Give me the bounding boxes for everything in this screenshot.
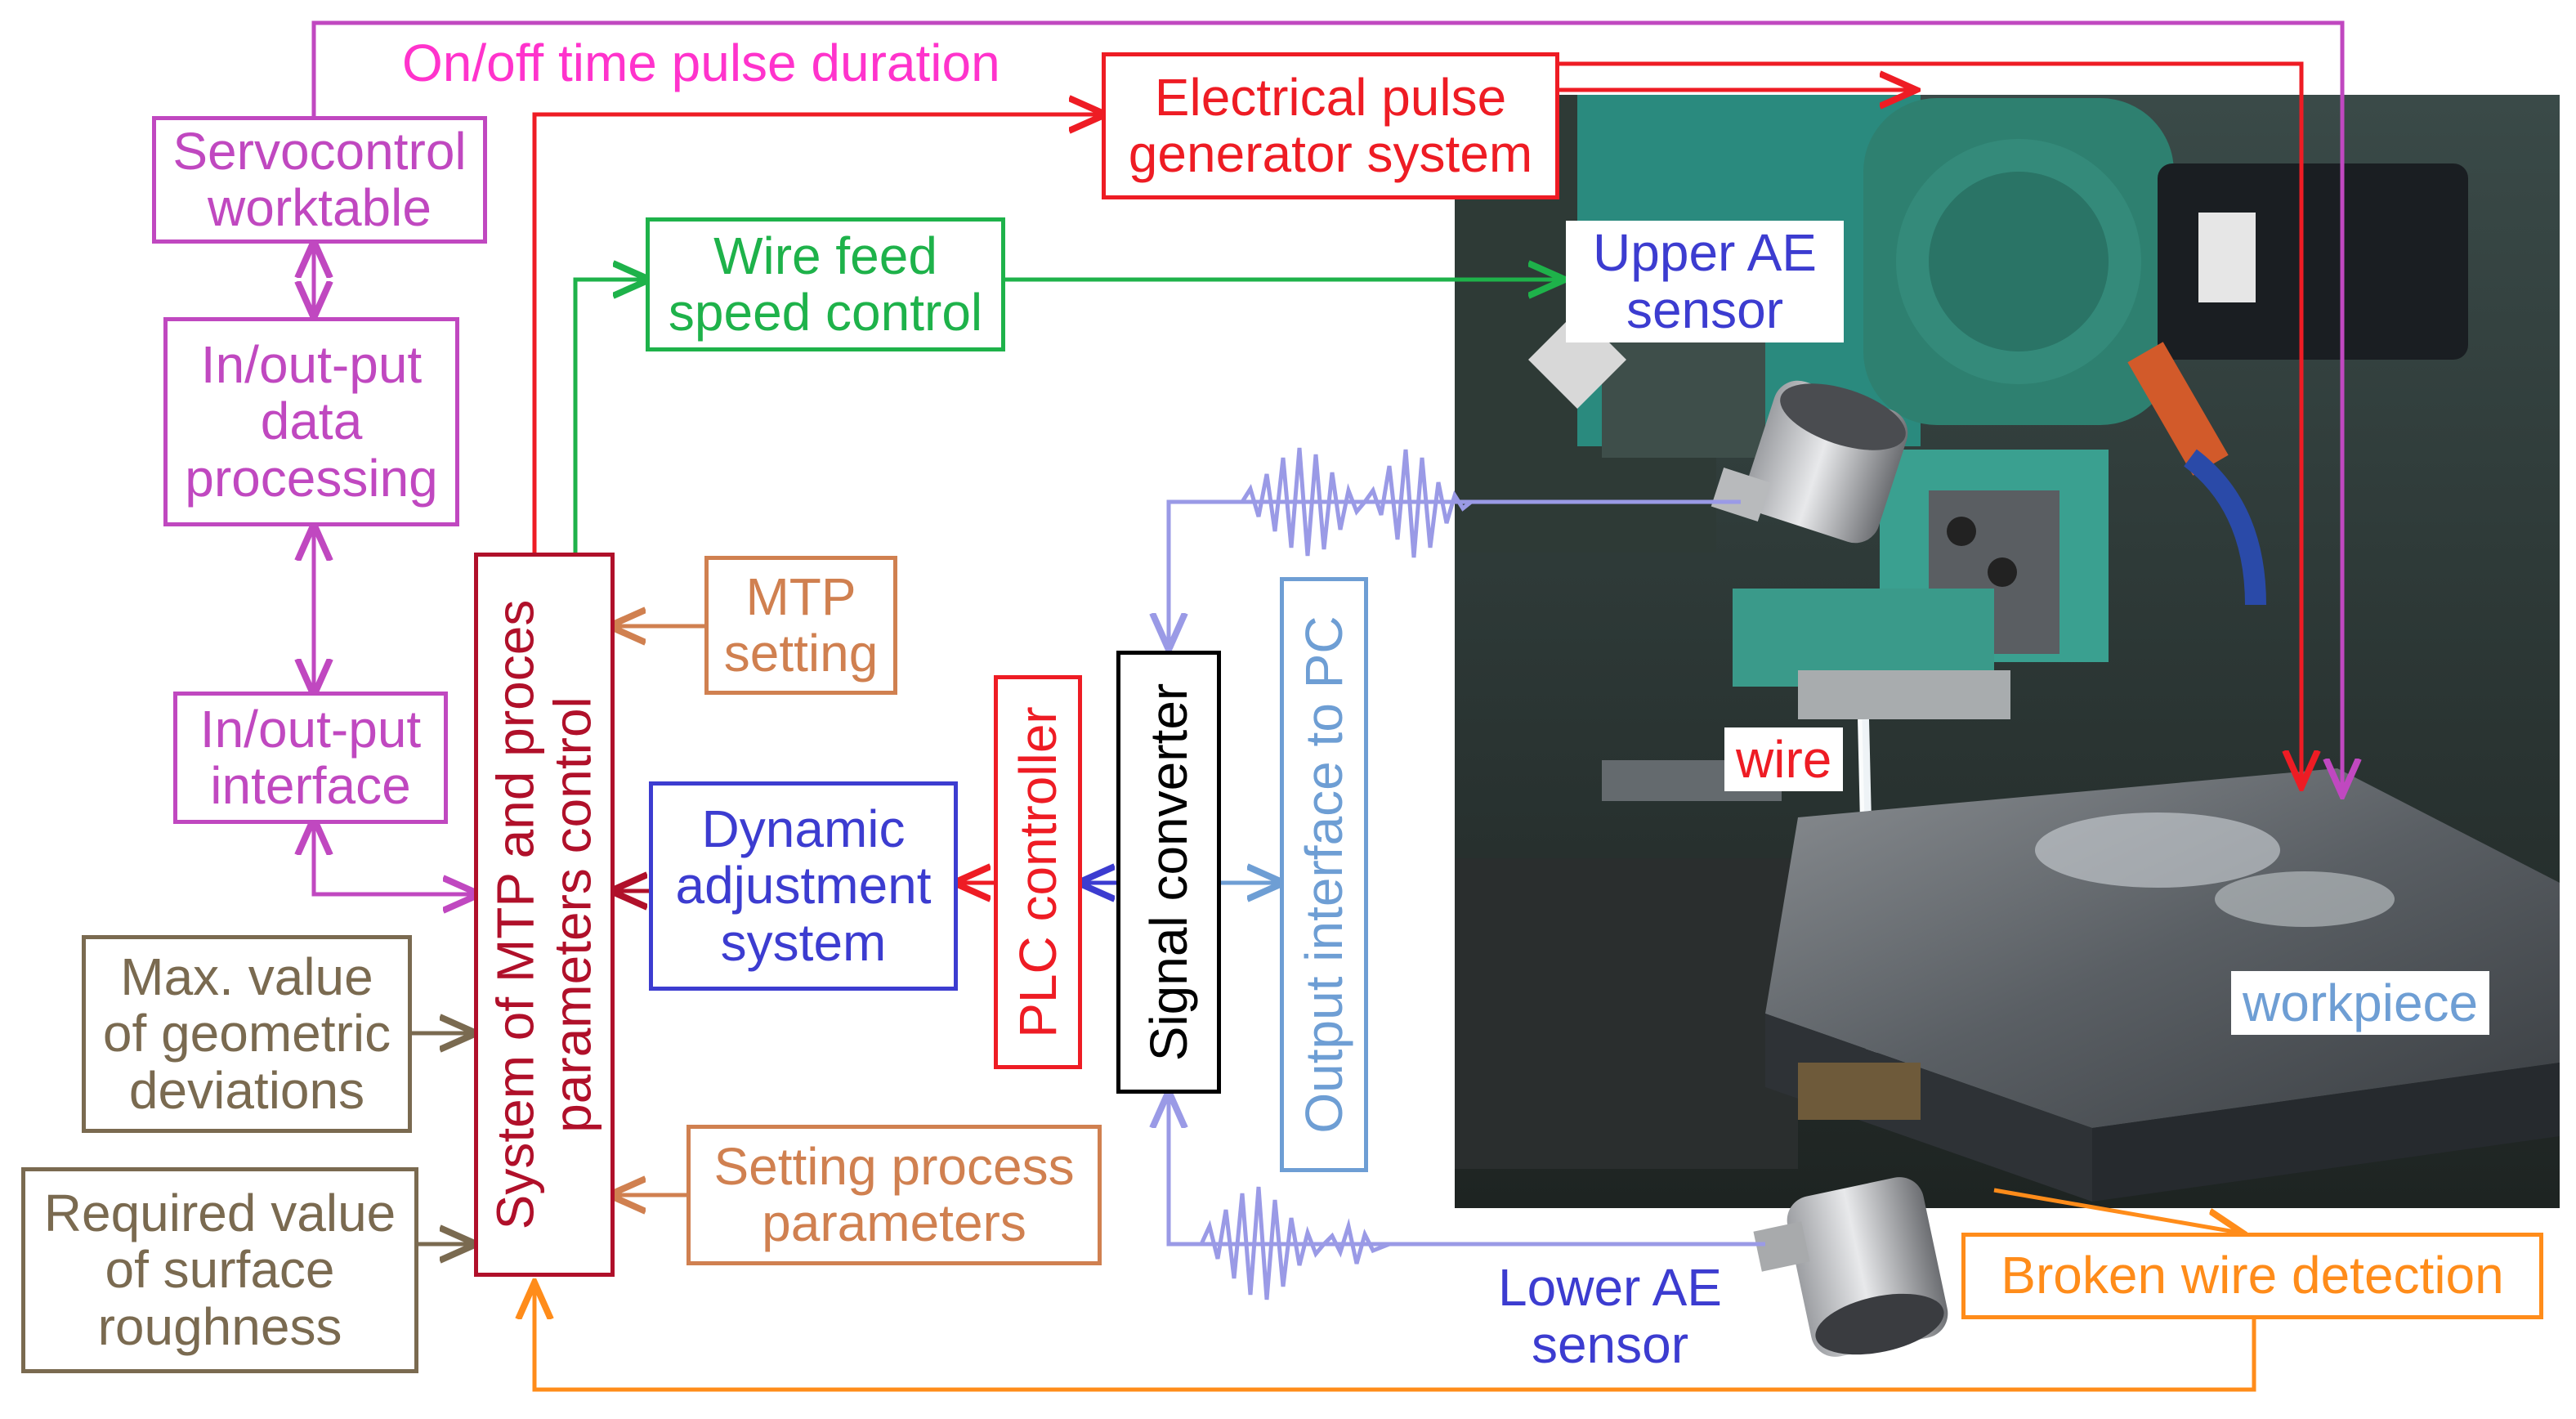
mtp-setting-box: MTP setting [704, 556, 897, 695]
setting-process-parameters-box: Setting process parameters [686, 1125, 1102, 1265]
plc-controller-box: PLC controller [994, 675, 1082, 1069]
required-surface-roughness-box: Required value of surface roughness [21, 1167, 418, 1373]
servocontrol-line-2: worktable [208, 178, 432, 237]
broken-wire-to-system-line [534, 1287, 2256, 1392]
upper-ae-sensor-image [1711, 380, 1908, 544]
machine-photo [1455, 95, 2560, 1208]
output-interface-box: Output interface to PC [1280, 577, 1368, 1172]
dynamic-line-3: system [720, 912, 887, 972]
servocontrol-box: Servocontrol worktable [152, 116, 487, 244]
wire-text: wire [1736, 730, 1832, 789]
dynamic-line-1: Dynamic [701, 799, 906, 859]
lower-ae-sensor-label: Lower AE sensor [1471, 1259, 1749, 1374]
wire-feed-speed-box: Wire feed speed control [646, 217, 1005, 351]
output-interface-text: Output interface to PC [1294, 615, 1353, 1134]
dynamic-line-2: adjustment [675, 856, 932, 915]
io-data-line-3: processing [185, 448, 438, 508]
system-mtp-control-box: System of MTP and proces parameters cont… [474, 553, 615, 1277]
wire-label: wire [1724, 727, 1844, 792]
mtp-setting-line-1: MTP [745, 566, 856, 626]
io-data-line-1: In/out-put [200, 335, 423, 395]
upper-ae-to-signal-line [1169, 499, 1741, 646]
machine-to-broken-wire-arrow [1993, 1188, 2239, 1233]
wire-feed-line-2: speed control [668, 283, 983, 342]
upper-ae-waveform [1210, 447, 1473, 558]
servocontrol-line-1: Servocontrol [172, 121, 467, 181]
workpiece-text: workpiece [2243, 974, 2479, 1032]
workpiece-label: workpiece [2231, 971, 2490, 1036]
signal-converter-text: Signal converter [1138, 683, 1198, 1062]
max-value-line-1: Max. value [120, 947, 373, 1007]
on-off-time-label: On/off time pulse duration [402, 34, 1000, 92]
upper-ae-sensor-label: Upper AE sensor [1566, 221, 1844, 342]
system-to-pulse-generator-line [532, 114, 1102, 553]
dynamic-adjustment-box: Dynamic adjustment system [649, 781, 958, 991]
system-to-wire-feed-line [573, 280, 646, 553]
max-value-line-2: of geometric [102, 1004, 391, 1063]
lower-ae-line-1: Lower AE [1498, 1258, 1722, 1317]
wire-feed-line-1: Wire feed [713, 226, 937, 285]
io-interface-system-arrow [314, 822, 476, 894]
io-interface-line-1: In/out-put [199, 699, 422, 759]
lower-ae-sensor-image [1753, 1177, 1948, 1357]
mtp-setting-line-2: setting [723, 624, 879, 683]
io-interface-box: In/out-put interface [173, 692, 448, 824]
io-interface-line-2: interface [210, 756, 411, 815]
required-value-line-2: of surface [105, 1240, 335, 1300]
plc-controller-text: PLC controller [1008, 706, 1067, 1038]
broken-wire-detection-box: Broken wire detection [1961, 1233, 2543, 1319]
upper-ae-line-2: sensor [1626, 280, 1784, 340]
lower-ae-line-2: sensor [1531, 1315, 1689, 1375]
system-mtp-line-1: System of MTP and proces [485, 599, 545, 1230]
setting-process-line-1: Setting process [713, 1136, 1075, 1196]
broken-wire-text: Broken wire detection [2001, 1246, 2504, 1305]
lower-ae-waveform [1177, 1186, 1390, 1300]
max-value-line-3: deviations [128, 1060, 365, 1120]
servo-to-workpiece-line [311, 20, 2342, 791]
electrical-pulse-generator-box: Electrical pulse generator system [1102, 52, 1559, 199]
setting-process-line-2: parameters [762, 1193, 1026, 1252]
signal-converter-box: Signal converter [1116, 651, 1221, 1094]
required-value-line-3: roughness [97, 1296, 342, 1356]
pulse-generator-line-2: generator system [1128, 124, 1533, 183]
pulse-generator-line-1: Electrical pulse [1154, 67, 1507, 127]
lower-ae-to-signal-line [1169, 1095, 1765, 1247]
required-value-line-1: Required value [43, 1184, 396, 1243]
system-mtp-line-2: parameters control [543, 696, 602, 1133]
pulse-generator-to-workpiece-line [1559, 61, 2301, 783]
io-data-line-2: data [260, 392, 363, 451]
upper-ae-line-1: Upper AE [1593, 223, 1817, 282]
io-data-processing-box: In/out-put data processing [163, 317, 459, 526]
max-geometric-deviation-box: Max. value of geometric deviations [82, 935, 412, 1133]
